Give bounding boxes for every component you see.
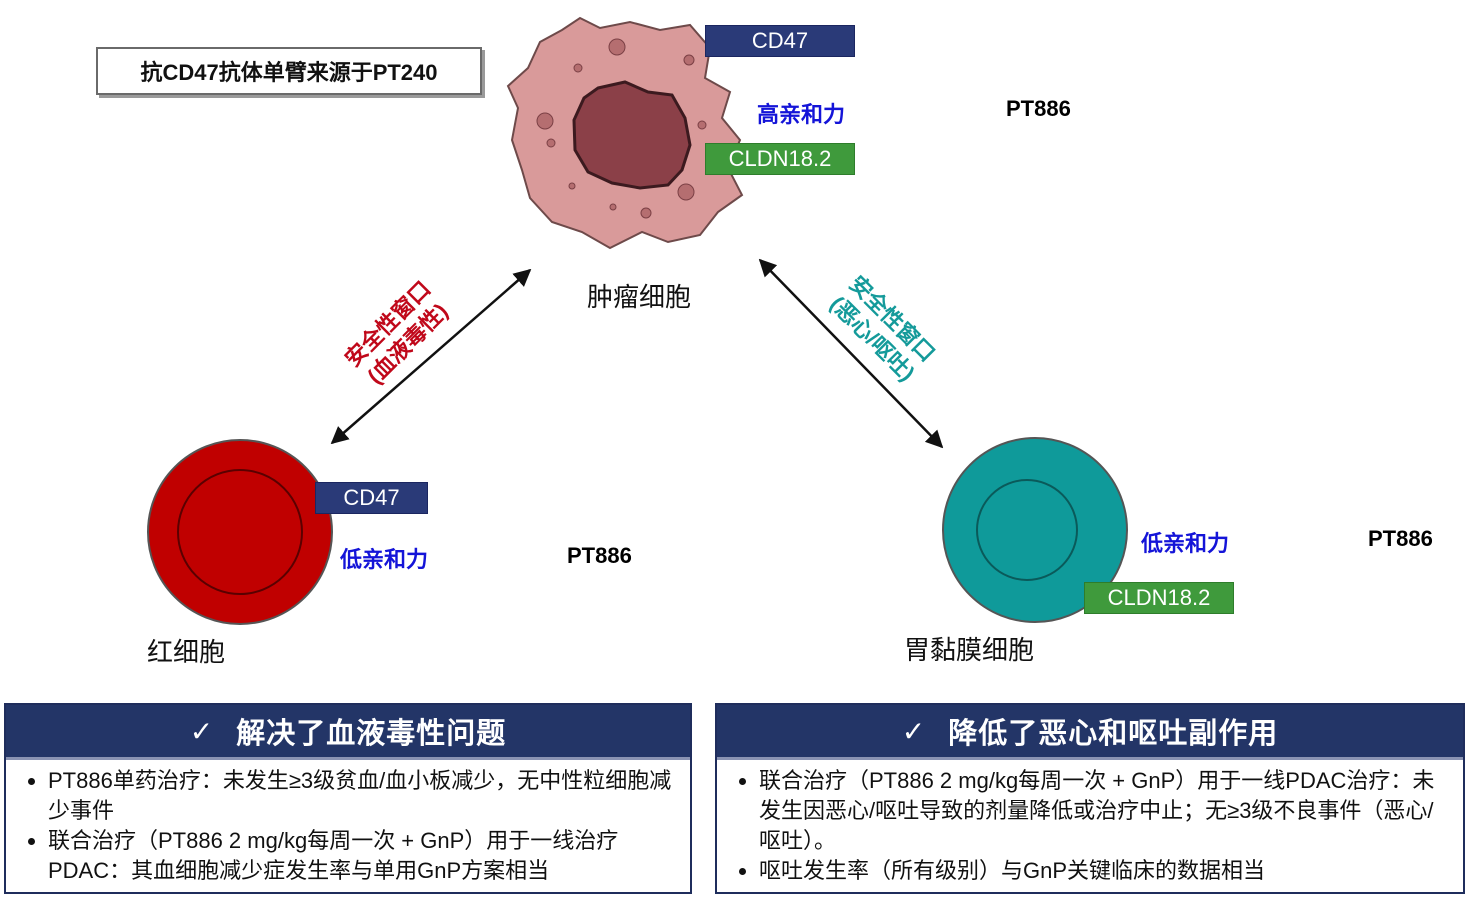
list-item: PT886单药治疗：未发生≥3级贫血/血小板减少，无中性粒细胞减少事件 (48, 766, 680, 826)
list-item: 联合治疗（PT886 2 mg/kg每周一次 + GnP）用于一线PDAC治疗：… (759, 766, 1453, 856)
nausea-panel-header: ✓ 降低了恶心和呕吐副作用 (717, 705, 1463, 760)
red-blood-cell-shape (147, 439, 333, 625)
list-item: 联合治疗（PT886 2 mg/kg每周一次 + GnP）用于一线治疗PDAC：… (48, 826, 680, 886)
tumor-cd47-tag: CD47 (705, 25, 855, 57)
check-icon: ✓ (189, 715, 215, 747)
gastric-cldn-tag: CLDN18.2 (1084, 582, 1234, 614)
nausea-panel-title: 降低了恶心和呕吐副作用 (948, 718, 1279, 750)
gastric-cell-shape (942, 437, 1128, 623)
rbc-cell-label: 红细胞 (147, 637, 226, 667)
nausea-bullet-list: 联合治疗（PT886 2 mg/kg每周一次 + GnP）用于一线PDAC治疗：… (717, 760, 1463, 886)
tumor-cell-shape (506, 16, 744, 250)
list-item: 呕吐发生率（所有级别）与GnP关键临床的数据相当 (759, 856, 1453, 886)
hematologic-panel-header: ✓ 解决了血液毒性问题 (6, 705, 690, 760)
rbc-cd47-tag: CD47 (315, 482, 428, 514)
safety-arrow-left (330, 268, 532, 445)
tumor-drug-label: PT886 (1006, 96, 1071, 121)
gastric-drug-label: PT886 (1368, 526, 1433, 551)
safety-arrow-right (758, 258, 944, 449)
hematologic-bullet-list: PT886单药治疗：未发生≥3级贫血/血小板减少，无中性粒细胞减少事件 联合治疗… (6, 760, 690, 886)
nausea-result-panel: ✓ 降低了恶心和呕吐副作用 联合治疗（PT886 2 mg/kg每周一次 + G… (715, 703, 1465, 894)
check-icon: ✓ (901, 715, 927, 747)
tumor-cldn-tag: CLDN18.2 (705, 143, 855, 175)
hematologic-panel-title: 解决了血液毒性问题 (236, 718, 507, 750)
gastric-affinity-label: 低亲和力 (1141, 531, 1230, 556)
tumor-affinity-label: 高亲和力 (757, 102, 846, 127)
gastric-cell-label: 胃黏膜细胞 (904, 635, 1035, 665)
rbc-affinity-label: 低亲和力 (340, 547, 429, 572)
rbc-drug-label: PT886 (567, 543, 632, 568)
source-note-box: 抗CD47抗体单臂来源于PT240 (96, 47, 482, 95)
source-note-text: 抗CD47抗体单臂来源于PT240 (140, 60, 438, 85)
tumor-cell-label: 肿瘤细胞 (587, 282, 692, 312)
hematologic-result-panel: ✓ 解决了血液毒性问题 PT886单药治疗：未发生≥3级贫血/血小板减少，无中性… (4, 703, 692, 894)
